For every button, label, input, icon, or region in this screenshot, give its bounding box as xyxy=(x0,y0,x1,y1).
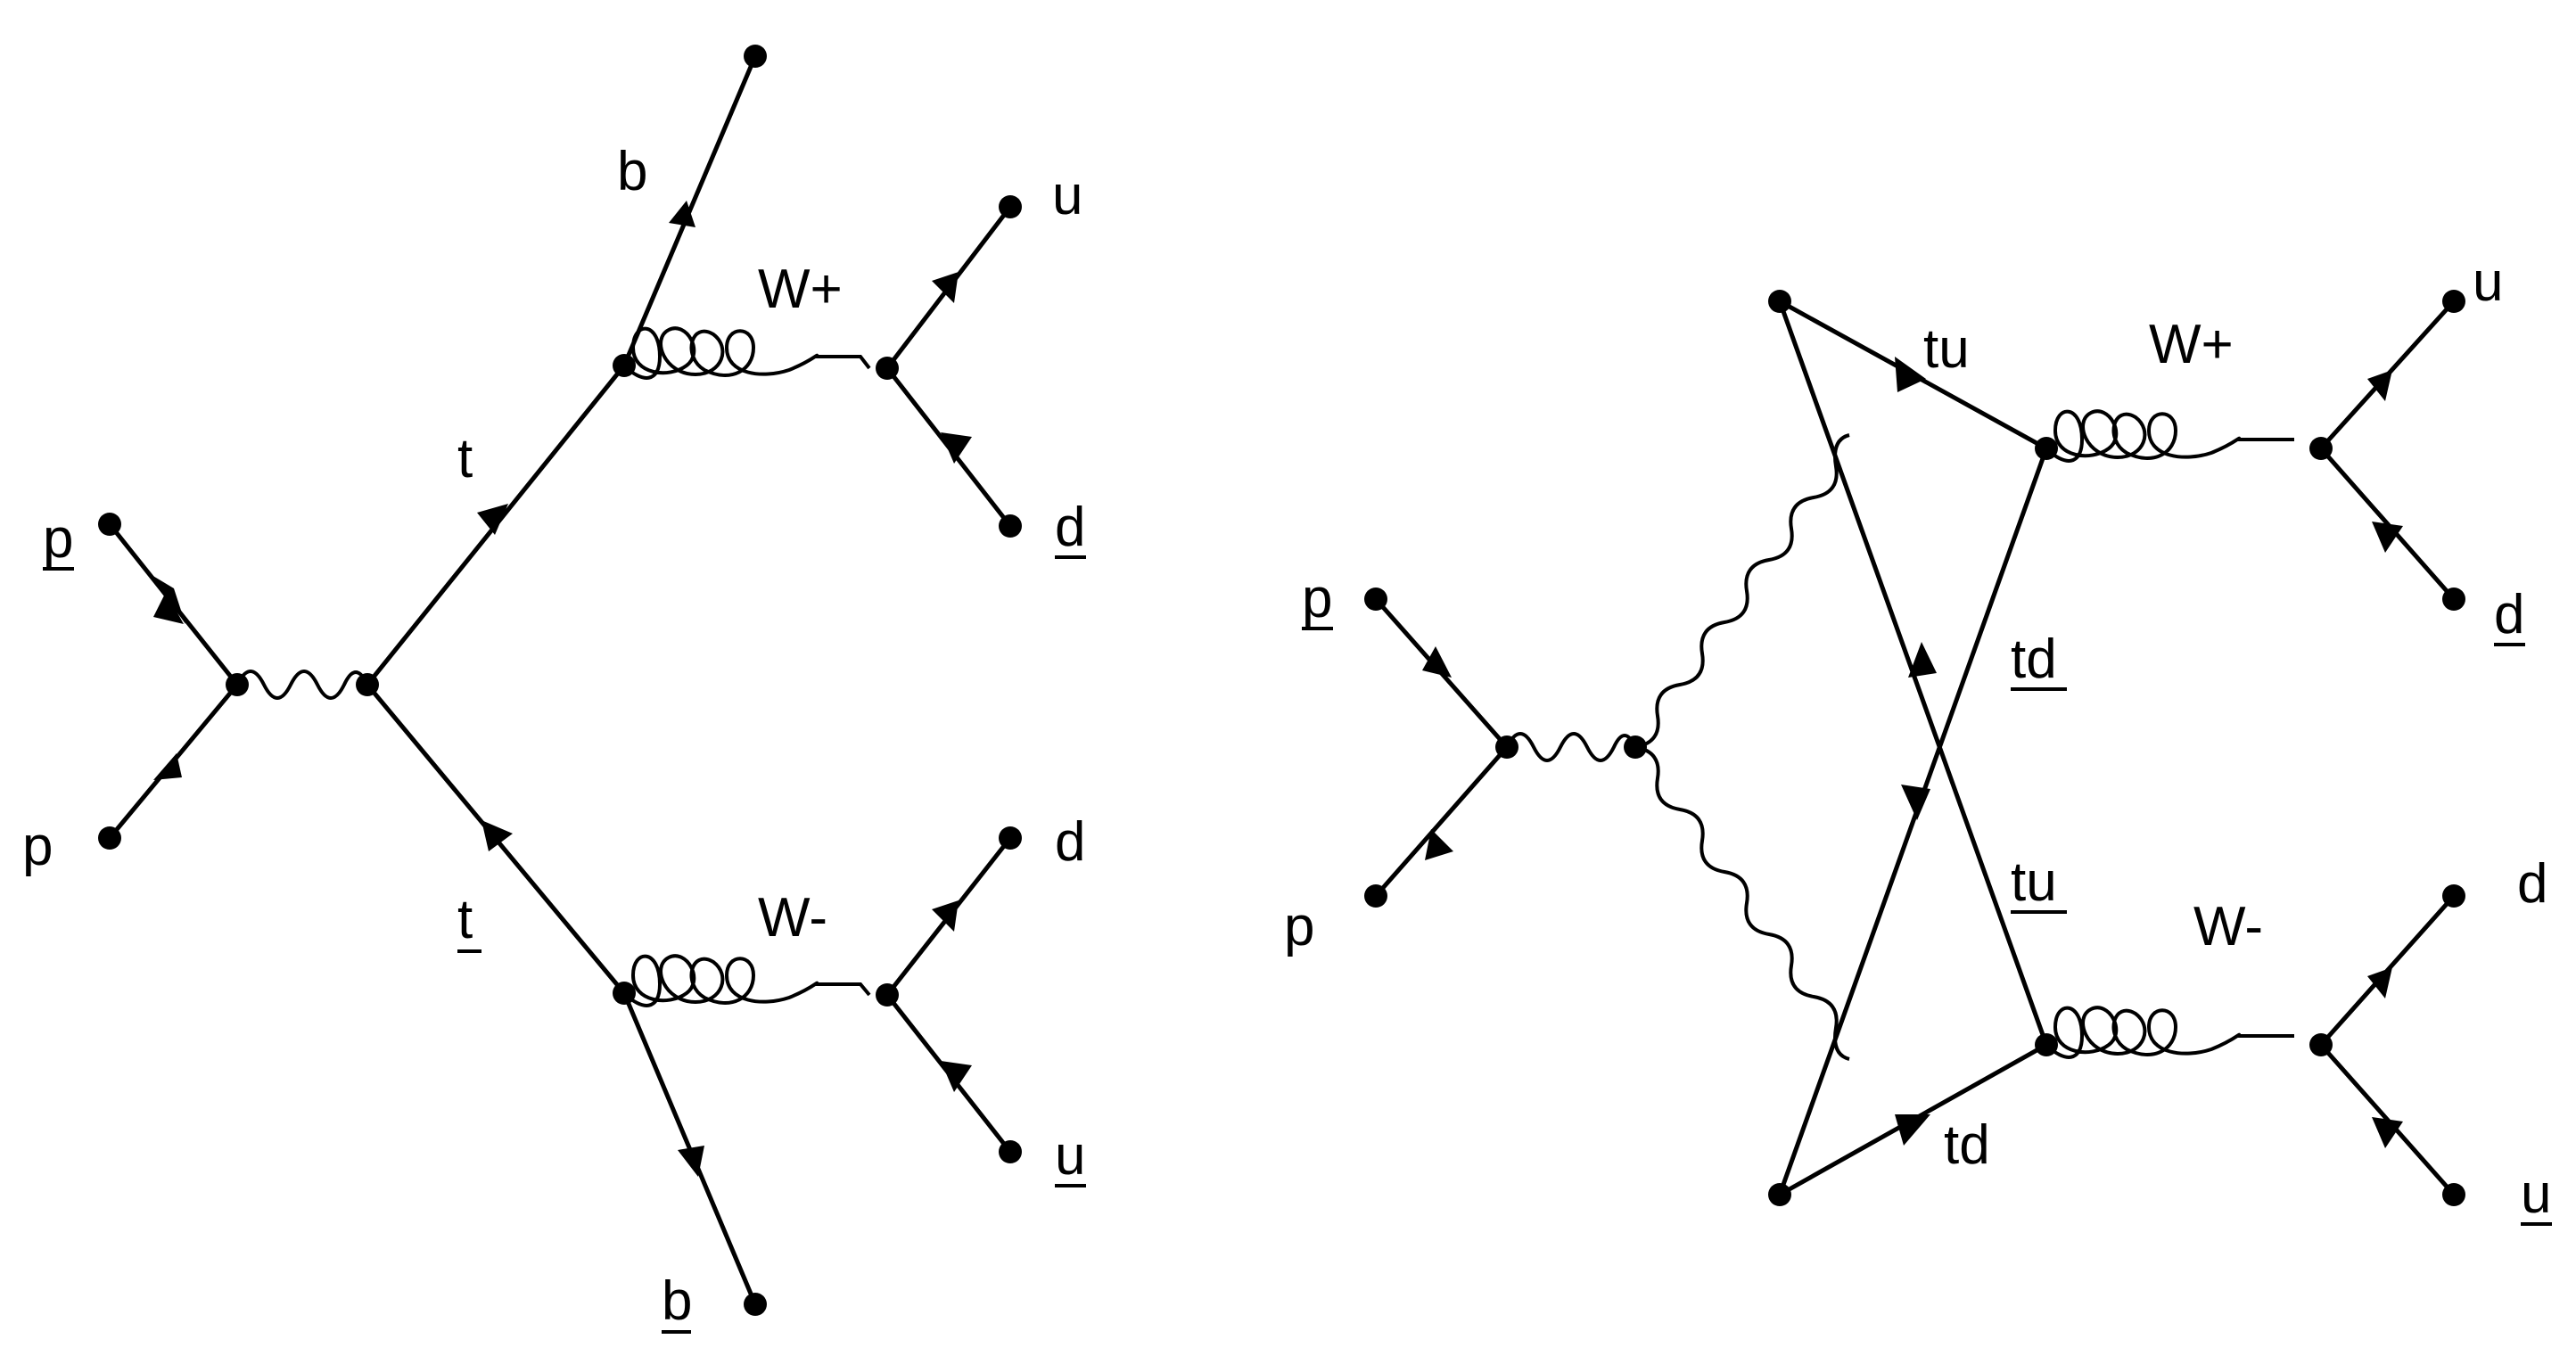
w-plus-boson-left xyxy=(622,326,871,380)
left-arrows xyxy=(152,201,972,1177)
vertex-dot xyxy=(613,354,636,377)
label-u-bar-bottom: u xyxy=(2521,1163,2551,1225)
vertex-dot xyxy=(226,673,249,696)
label-p: p xyxy=(1284,896,1314,957)
w-minus-boson-right xyxy=(2045,1006,2294,1059)
arrow-icon xyxy=(481,820,513,851)
label-w-minus: W- xyxy=(758,887,827,949)
vertex-dot xyxy=(2309,437,2333,460)
p-line xyxy=(1373,744,1510,899)
arrow-icon xyxy=(153,592,184,624)
vertex-dot xyxy=(999,826,1022,850)
label-b-top: b xyxy=(617,141,647,202)
arrow-icon xyxy=(932,900,959,932)
vertex-dot xyxy=(1624,735,1647,759)
arrow-icon xyxy=(2372,522,2403,553)
vertex-dot xyxy=(98,513,121,536)
label-u-bar-bottom: u xyxy=(1055,1125,1085,1187)
vertex-dot xyxy=(2442,290,2465,313)
label-d-bar-top: d xyxy=(2494,584,2524,645)
arrow-icon xyxy=(1425,829,1453,860)
td-bar-line xyxy=(1777,446,2049,1197)
label-td: td xyxy=(1944,1114,1990,1176)
arrow-icon xyxy=(2367,967,2392,998)
right-vertices xyxy=(1364,290,2465,1206)
label-t: t xyxy=(457,428,473,489)
label-tu-bar: tu xyxy=(2011,851,2057,913)
right-diagram: u tu W+ p d td tu d p W- td u xyxy=(1284,251,2552,1226)
vertex-dot xyxy=(2309,1033,2333,1056)
w-minus-boson-left xyxy=(622,954,871,1007)
arrow-icon xyxy=(1422,646,1452,678)
arrow-icon xyxy=(941,1061,972,1092)
label-d-mid: d xyxy=(2517,853,2547,915)
wavy-propagator-lower xyxy=(1634,745,1850,1061)
label-td-bar: td xyxy=(2011,629,2057,690)
label-d-mid: d xyxy=(1055,811,1085,873)
vertex-dot xyxy=(1768,1183,1791,1206)
vertex-dot xyxy=(876,983,899,1007)
vertex-dot xyxy=(2035,1033,2058,1056)
vertex-dot xyxy=(2442,884,2465,908)
vertex-dot xyxy=(613,982,636,1005)
vertex-dot xyxy=(999,514,1022,538)
label-w-plus: W+ xyxy=(2149,314,2234,375)
arrow-icon xyxy=(932,272,959,303)
label-p: p xyxy=(22,816,53,877)
photon-propagator-right xyxy=(1505,732,1637,762)
vertex-dot xyxy=(2035,437,2058,460)
vertex-dot xyxy=(1495,735,1518,759)
arrow-icon xyxy=(1908,642,1937,678)
wavy-propagator-upper xyxy=(1634,433,1850,749)
label-t-bar: t xyxy=(457,889,473,950)
arrow-icon xyxy=(1901,785,1930,820)
label-tu: tu xyxy=(1923,318,1970,380)
vertex-dot xyxy=(999,1140,1022,1163)
vertex-dot xyxy=(1768,290,1791,313)
vertex-dot xyxy=(1364,884,1387,908)
left-vertices xyxy=(98,45,1022,1316)
vertex-dot xyxy=(98,826,121,850)
label-u-top: u xyxy=(2473,251,2503,313)
photon-propagator-left xyxy=(235,670,369,700)
label-w-plus: W+ xyxy=(758,259,843,320)
left-diagram: b W+ u t d p p d t W- u b xyxy=(22,45,1086,1334)
label-d-bar-top: d xyxy=(1055,497,1085,558)
right-arrows xyxy=(1422,357,2403,1148)
vertex-dot xyxy=(999,195,1022,218)
arrow-icon xyxy=(477,504,508,535)
arrow-icon xyxy=(1895,1114,1930,1146)
label-p-bar: p xyxy=(43,508,73,570)
vertex-dot xyxy=(1364,588,1387,611)
arrow-icon xyxy=(678,1146,704,1177)
label-u-top: u xyxy=(1052,165,1082,226)
vertex-dot xyxy=(2442,1183,2465,1206)
arrow-icon xyxy=(2367,370,2392,401)
label-p-bar: p xyxy=(1302,568,1332,629)
vertex-dot xyxy=(2442,588,2465,611)
arrow-icon xyxy=(153,753,182,780)
vertex-dot xyxy=(744,1293,767,1316)
vertex-dot xyxy=(876,357,899,380)
w-plus-boson-right xyxy=(2045,409,2294,463)
arrow-icon xyxy=(2372,1117,2403,1148)
label-b-bar-bottom: b xyxy=(662,1270,692,1332)
arrow-icon xyxy=(1895,357,1926,392)
arrow-icon xyxy=(941,432,972,464)
arrow-icon xyxy=(669,201,695,227)
vertex-dot xyxy=(356,673,379,696)
label-w-minus: W- xyxy=(2193,896,2263,957)
vertex-dot xyxy=(744,45,767,68)
